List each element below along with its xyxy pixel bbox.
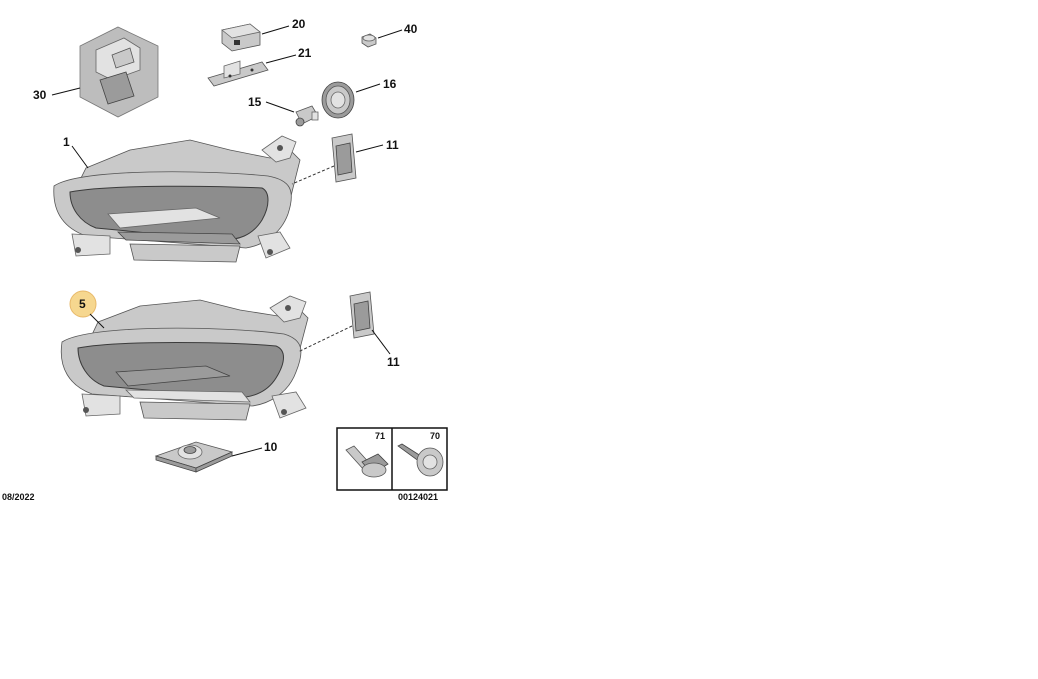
- callout-5-highlight: [69, 290, 97, 318]
- leader-11-upper: [355, 144, 384, 153]
- leader-21: [265, 54, 297, 64]
- leader-20: [261, 25, 290, 35]
- part-71-bolt: [345, 445, 389, 478]
- callout-30: 30: [33, 88, 47, 102]
- callout-70: 70: [430, 431, 440, 441]
- callout-15: 15: [248, 95, 262, 109]
- part-21-bracket: [207, 60, 269, 87]
- callout-11-lower: 11: [387, 355, 400, 369]
- part-16-cap: [321, 81, 355, 119]
- callout-11-upper: 11: [386, 138, 399, 152]
- part-10-led-module: [154, 441, 234, 473]
- leader-16: [355, 83, 381, 93]
- callout-21: 21: [298, 46, 312, 60]
- part-40-nut: [361, 33, 377, 48]
- dash-11-lower: [297, 325, 353, 353]
- callout-16: 16: [383, 77, 397, 91]
- part-30-bracket-detail: [79, 26, 159, 118]
- callout-20: 20: [292, 17, 306, 31]
- part-20-module: [221, 23, 261, 52]
- leader-1: [71, 145, 89, 169]
- callout-1: 1: [63, 135, 70, 149]
- leader-40: [377, 29, 403, 39]
- leader-5: [89, 313, 105, 329]
- footer-date: 08/2022: [2, 492, 35, 502]
- part-15-bulb: [295, 105, 319, 127]
- callout-5: 5: [79, 297, 86, 311]
- leader-10: [231, 447, 263, 457]
- leader-30: [51, 87, 81, 96]
- footer-reference: 00124021: [398, 492, 438, 502]
- part-5-headlamp: [60, 295, 309, 421]
- callout-71: 71: [375, 431, 385, 441]
- part-1-headlamp: [53, 135, 301, 263]
- callout-10: 10: [264, 440, 278, 454]
- part-11-connector-upper: [331, 133, 357, 183]
- leader-11-lower: [371, 329, 391, 355]
- dash-11-upper: [291, 165, 335, 185]
- part-70-screw: [397, 443, 444, 477]
- callout-40: 40: [404, 22, 418, 36]
- part-11-connector-lower: [349, 291, 375, 339]
- leader-15: [265, 101, 295, 113]
